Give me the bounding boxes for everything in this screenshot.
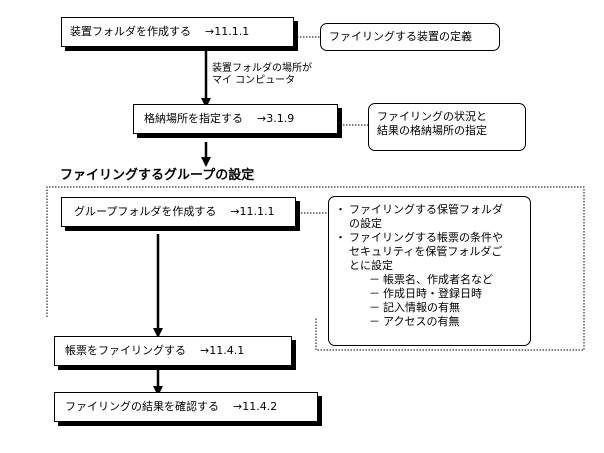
note-group-settings: ファイリングする保管フォルダ の設定 ファイリングする帳票の条件や セキュリティ… <box>328 196 531 346</box>
step-reference: →3.1.9 <box>257 112 295 125</box>
step-label: ファイリングの結果を確認する <box>65 400 219 413</box>
bullet-line: とに設定 <box>349 259 393 272</box>
bullet-line: ファイリングする帳票の条件や <box>349 231 503 244</box>
note-text-line-1: ファイリングの状況と <box>377 110 487 123</box>
note-storage: ファイリングの状況と 結果の格納場所の指定 <box>368 103 526 151</box>
sub-item: アクセスの有無 <box>369 315 530 329</box>
bullet-line: ファイリングする保管フォルダ <box>349 203 503 216</box>
step-reference: →11.1.1 <box>205 25 250 38</box>
group-settings-list: ファイリングする保管フォルダ の設定 ファイリングする帳票の条件や セキュリティ… <box>335 203 530 273</box>
device-folder-location-label: 装置フォルダの場所が マイ コンピュータ <box>212 63 312 87</box>
bullet-line: の設定 <box>349 217 382 230</box>
edge-label-line-1: 装置フォルダの場所が <box>212 63 312 74</box>
step-check-results: ファイリングの結果を確認する →11.4.2 <box>54 392 318 422</box>
step-create-group-folder: グループフォルダを作成する →11.1.1 <box>61 197 296 227</box>
step-label: 装置フォルダを作成する <box>70 25 191 38</box>
step-reference: →11.1.1 <box>230 205 275 218</box>
step-label: 格納場所を指定する <box>144 112 243 125</box>
note-device-definition: ファイリングする装置の定義 <box>320 23 500 51</box>
step-label: グループフォルダを作成する <box>74 205 217 218</box>
note-text: ファイリングする装置の定義 <box>329 30 472 43</box>
step-create-device-folder: 装置フォルダを作成する →11.1.1 <box>61 17 294 47</box>
bullet-item: ファイリングする保管フォルダ の設定 <box>335 203 530 231</box>
sub-item: 帳票名、作成者名など <box>369 273 530 287</box>
sub-item: 記入情報の有無 <box>369 301 530 315</box>
condition-sub-list: 帳票名、作成者名など 作成日時・登録日時 記入情報の有無 アクセスの有無 <box>335 273 530 329</box>
step-specify-storage: 格納場所を指定する →3.1.9 <box>133 104 338 134</box>
section-title: ファイリングするグループの設定 <box>60 168 255 183</box>
group-region-outline <box>46 186 585 351</box>
note-text-line-2: 結果の格納場所の指定 <box>377 124 487 137</box>
bullet-line: セキュリティを保管フォルダご <box>349 245 503 258</box>
step-reference: →11.4.1 <box>200 344 245 357</box>
bullet-item: ファイリングする帳票の条件や セキュリティを保管フォルダご とに設定 <box>335 231 530 273</box>
sub-item: 作成日時・登録日時 <box>369 287 530 301</box>
step-reference: →11.4.2 <box>233 400 278 413</box>
step-file-forms: 帳票をファイリングする →11.4.1 <box>54 336 292 366</box>
step-label: 帳票をファイリングする <box>65 344 186 357</box>
edge-label-line-2: マイ コンピュータ <box>212 75 296 86</box>
